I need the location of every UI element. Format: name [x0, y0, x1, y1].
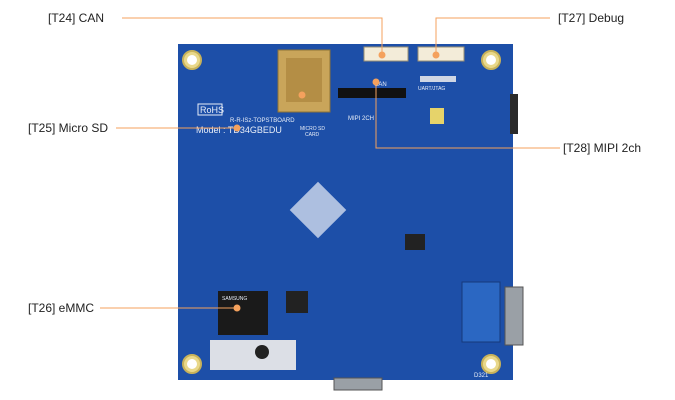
can-silk: CAN	[374, 82, 387, 88]
chip-silk: SAMSUNG	[222, 296, 247, 302]
callout-dot-micro-sd	[233, 124, 241, 132]
callout-dot-debug	[432, 51, 440, 59]
callout-line-mipi	[375, 82, 560, 149]
debug-connector	[417, 46, 465, 62]
callout-line-debug	[435, 17, 550, 55]
callout-line-can	[122, 17, 383, 55]
yellow-component	[430, 108, 444, 124]
callout-dots	[233, 51, 440, 312]
usb-port	[333, 377, 383, 391]
ic-small-2	[286, 291, 308, 313]
card-silk: CARD	[305, 132, 320, 138]
side-connector-top	[510, 94, 518, 134]
callout-micro-sd: [T25] Micro SD	[28, 121, 109, 135]
callout-dot-mipi	[372, 78, 380, 86]
callout-emmc: [T26] eMMC	[28, 301, 95, 315]
mipi-connector	[338, 88, 406, 98]
ethernet-port	[504, 286, 524, 346]
uart-silk: UART/JTAG	[418, 86, 445, 92]
emmc-chip	[218, 291, 268, 335]
callout-debug: [T27] Debug	[558, 11, 625, 25]
callout-dot-emmc	[233, 304, 241, 312]
mounting-holes	[182, 50, 501, 374]
ref-silk: D321	[474, 373, 489, 379]
pin-header	[210, 340, 296, 370]
ic-small-1	[405, 234, 425, 250]
uart-header	[420, 76, 456, 82]
micro-sd-silk: MICRO SD	[300, 126, 325, 132]
can-connector	[363, 46, 409, 62]
callout-mipi: [T28] MIPI 2ch	[563, 141, 642, 155]
mipi-silk: MIPI 2CH	[348, 116, 374, 122]
callout-can: [T24] CAN	[48, 11, 105, 25]
board-id-silk: R-R-ISz-TOPSTBOARD	[230, 118, 295, 124]
callout-dot-can	[378, 51, 386, 59]
callout-lines	[100, 17, 560, 309]
terminal-block	[461, 281, 501, 343]
callout-dot-sd-slot	[298, 91, 306, 99]
rohs-mark: RoHS	[200, 105, 224, 115]
